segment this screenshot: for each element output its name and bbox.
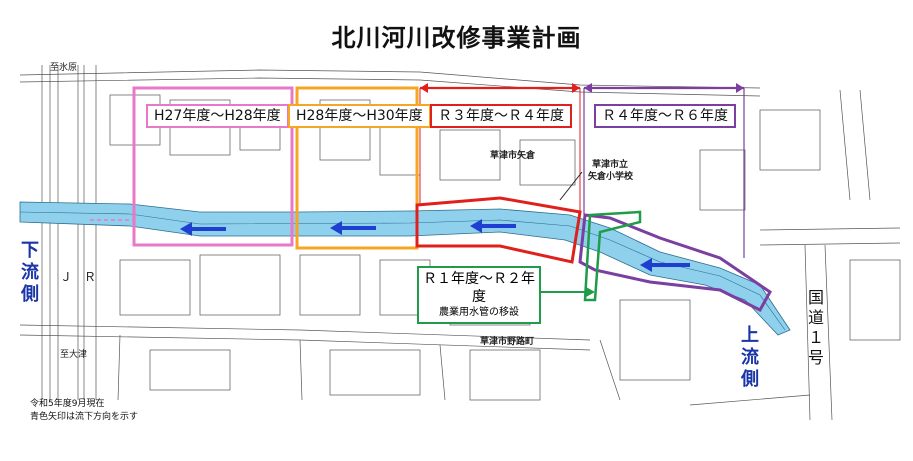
label-norojimachi: 草津市野路町	[480, 337, 535, 347]
downstream-char: 下	[21, 240, 39, 261]
phase-outlines	[132, 86, 772, 312]
national-road-char: 国	[807, 288, 824, 307]
flow-arrows	[180, 219, 690, 272]
upstream-char: 流	[741, 347, 759, 368]
label-jr: Ｊ Ｒ	[60, 270, 97, 284]
national-road-char: 道	[807, 308, 824, 327]
label-upstream: 上流側	[738, 325, 762, 391]
footnote-line1: 令和5年度9月現在	[30, 399, 105, 409]
footnote-line2: 青色矢印は流下方向を示す	[30, 412, 139, 422]
map-linework	[19, 65, 901, 421]
flow-arrow	[640, 258, 690, 272]
phase-label-r1-title: Ｒ１年度～Ｒ２年度	[423, 271, 535, 305]
label-school-2: 矢倉小学校	[588, 172, 634, 182]
phase-label-h27: H27年度～H28年度	[146, 104, 289, 128]
national-road-char: １	[807, 328, 824, 347]
phase-area-r3	[415, 196, 582, 264]
phase-label-r1-sub: 農業用水管の移設	[439, 307, 519, 318]
label-school-1: 草津市立	[592, 160, 629, 170]
phase-area-r1	[583, 210, 642, 302]
phase-label-r1: Ｒ１年度～Ｒ２年度 農業用水管の移設	[417, 266, 541, 324]
phase-label-h28: H28年度～H30年度	[288, 104, 431, 128]
label-north: 至氷原	[50, 63, 78, 73]
label-yagura: 草津市矢倉	[490, 151, 536, 161]
flow-arrow	[180, 222, 226, 236]
downstream-char: 流	[21, 262, 39, 283]
footnote: 令和5年度9月現在 青色矢印は流下方向を示す	[30, 398, 138, 424]
phase-area-h28	[295, 86, 419, 250]
phase-area-h27	[132, 86, 294, 247]
upstream-char: 上	[741, 325, 759, 346]
river-inner-lines	[19, 211, 786, 331]
label-south: 至大津	[60, 350, 88, 360]
national-road-char: 号	[807, 348, 824, 367]
flow-arrow	[470, 219, 516, 233]
phase-area-r4	[578, 213, 772, 312]
upstream-char: 側	[741, 369, 759, 390]
page-title: 北川河川改修事業計画	[331, 24, 582, 52]
flow-arrow	[330, 221, 376, 235]
river-channel	[19, 201, 791, 336]
phase-label-r4: Ｒ４年度～Ｒ６年度	[594, 104, 736, 128]
phase-brackets	[419, 83, 745, 297]
label-downstream: 下流側	[18, 240, 42, 306]
downstream-char: 側	[21, 284, 39, 305]
phase-label-r3: Ｒ３年度～Ｒ４年度	[430, 104, 572, 128]
